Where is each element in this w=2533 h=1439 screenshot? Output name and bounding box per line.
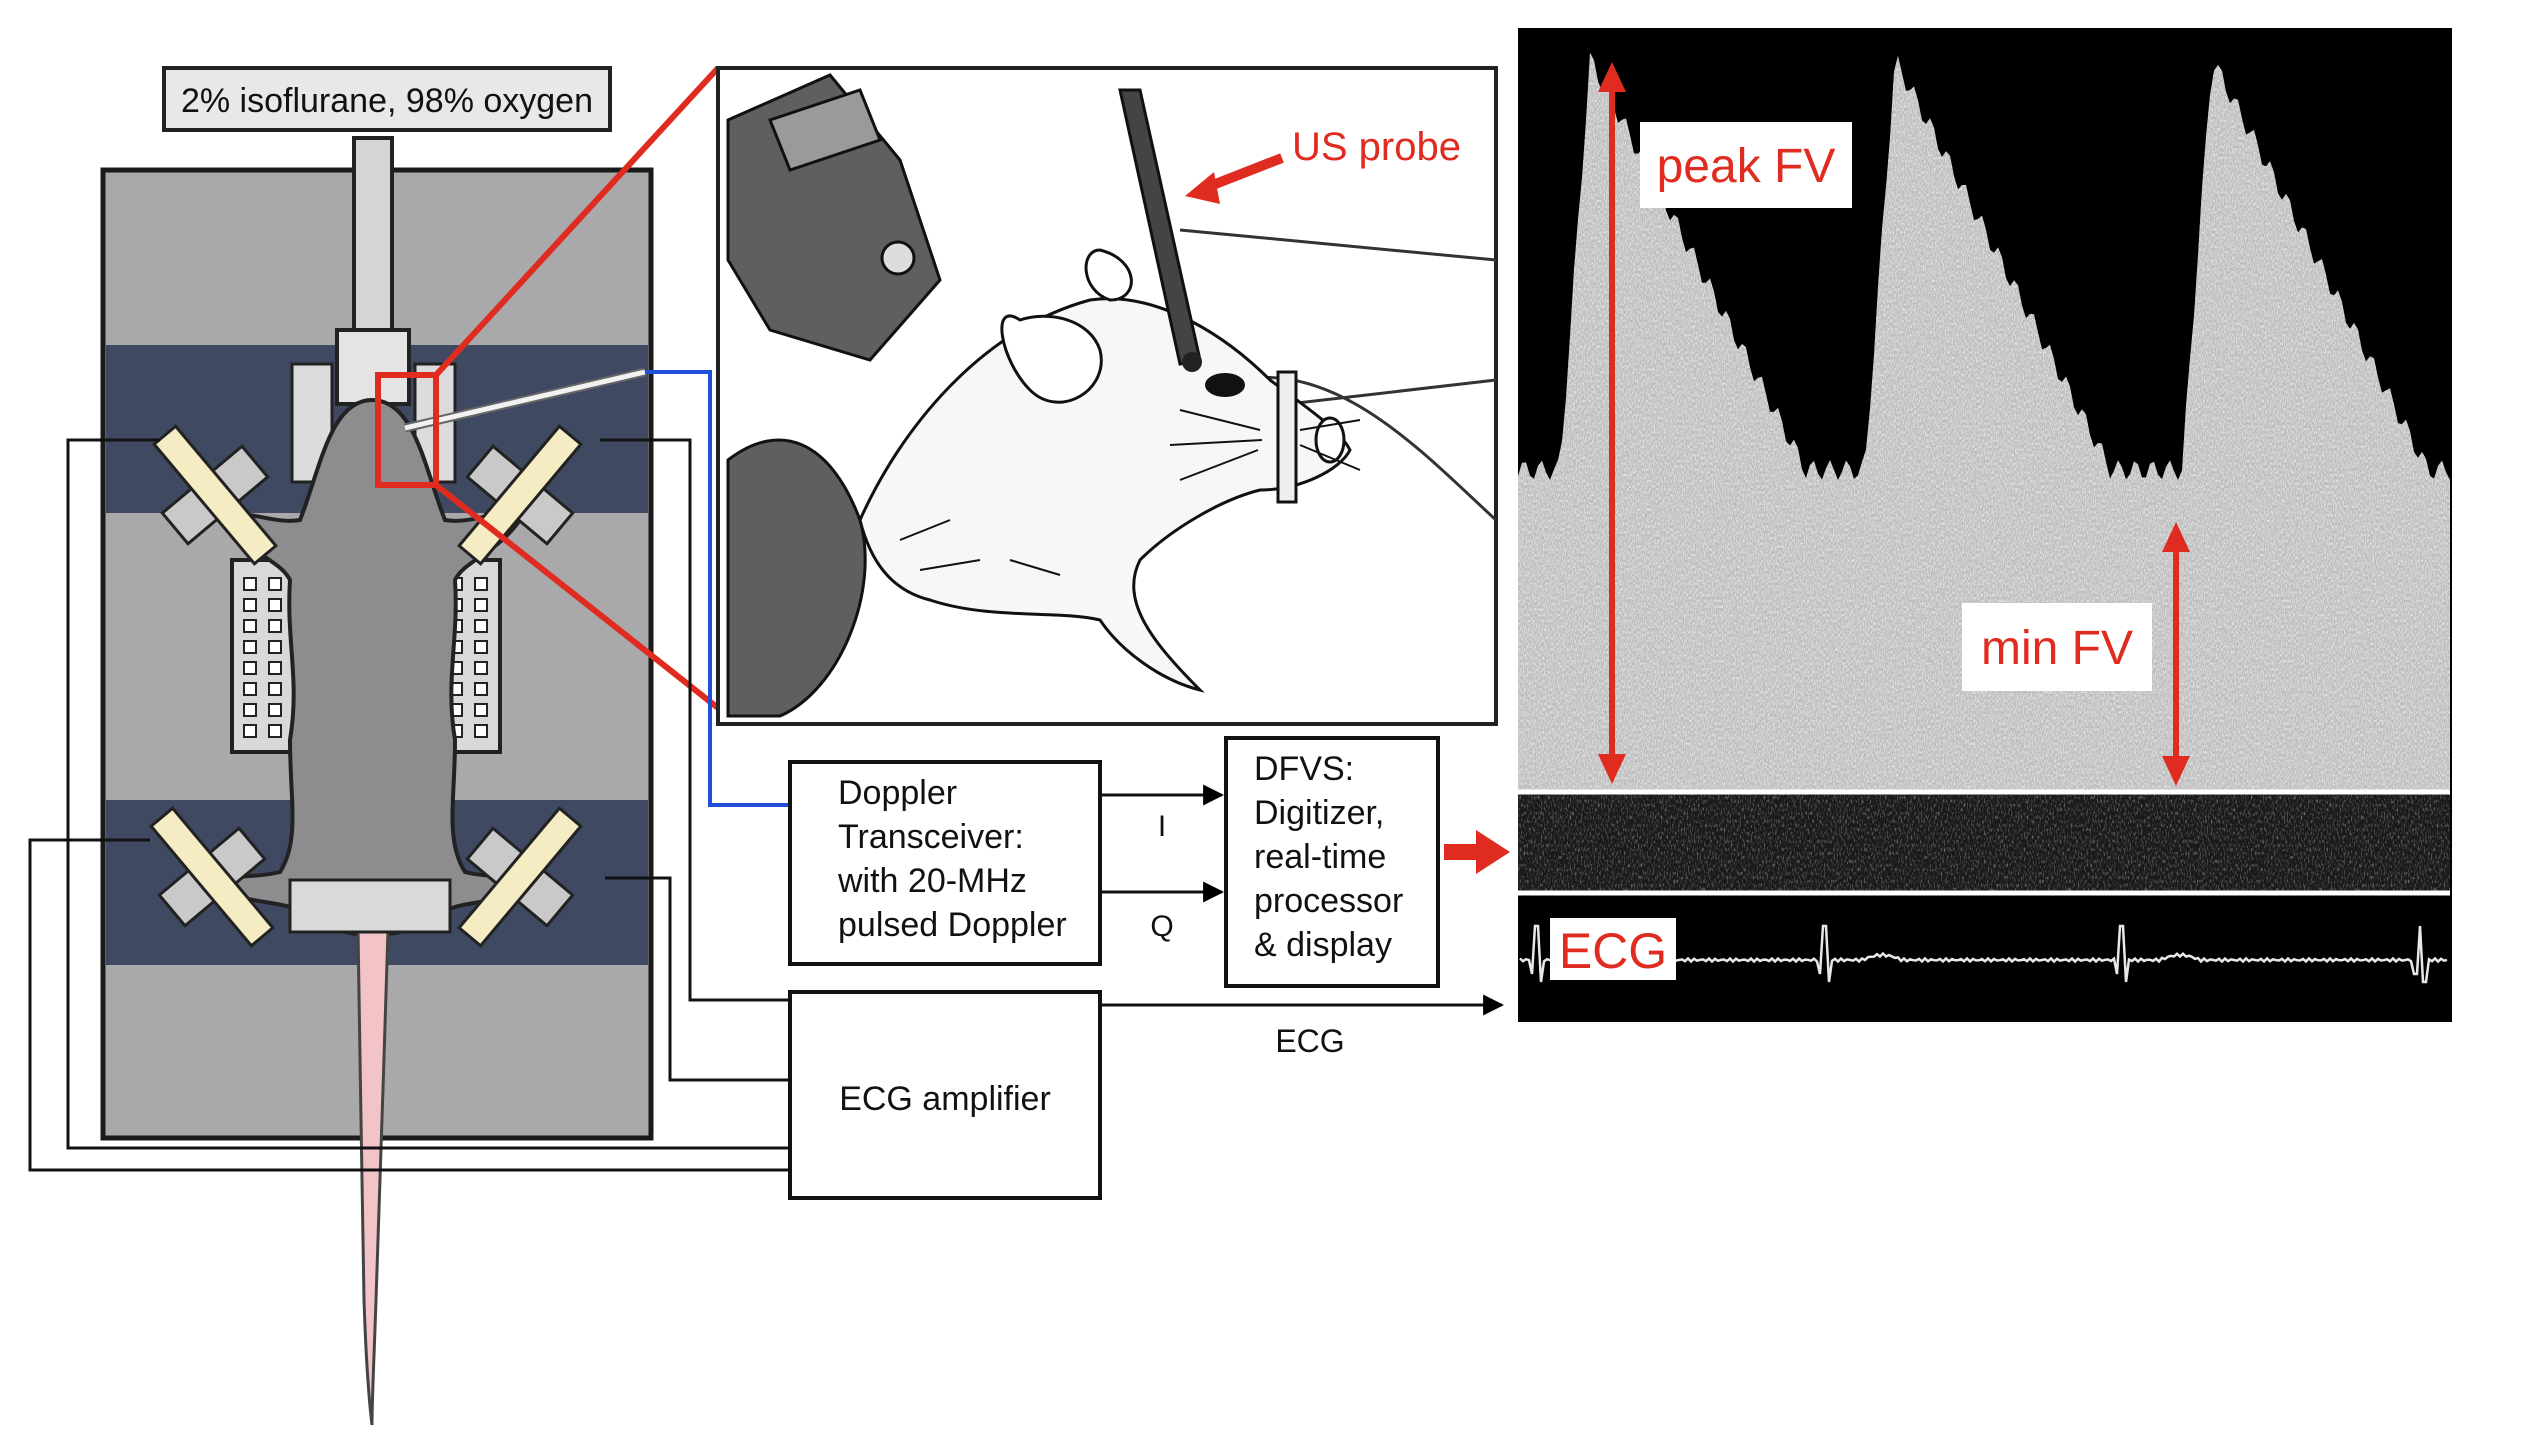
pad-dot [474,619,488,633]
ecg-signal-label: ECG [1275,1023,1344,1059]
probe-label: US probe [1292,125,1461,169]
pad-dot [243,724,257,738]
gas-label-box: 2% isoflurane, 98% oxygen [162,66,612,132]
pad-dot [243,703,257,717]
pad-dots [243,577,488,738]
pad-dot [268,640,282,654]
dfvs-line4: processor [1254,882,1403,920]
dfvs-line1: DFVS: [1254,750,1354,788]
inset-illustration: US probe [716,66,1498,726]
pad-dot [474,640,488,654]
peak-fv-arrow [1598,62,1626,784]
pad-dot [243,640,257,654]
iq-lines: I Q [1100,784,1225,943]
pad-dot [268,577,282,591]
mouse-tail [356,928,390,1426]
wires [28,438,790,1172]
doppler-spectrogram: ECG peak FV min FV [1518,28,2452,1022]
gas-tube [352,136,394,336]
pad-dot [268,598,282,612]
electrode-front-left [152,424,278,566]
dfvs-line3: real-time [1254,838,1386,876]
transceiver-line3: with 20-MHz [837,862,1027,900]
tail-base [288,878,452,934]
ecg-signal-line: ECG [1100,994,1505,1059]
pad-dot [243,682,257,696]
arrow-right-icon [1444,830,1510,874]
dfvs-box: DFVS: Digitizer, real-time processor & d… [1224,736,1440,988]
pad-dot [268,661,282,675]
peak-fv-label: peak FV [1657,140,1836,193]
q-channel-label: Q [1150,910,1173,943]
pad-dot [243,577,257,591]
pad-left [230,558,296,754]
ultrasound-probe-icon [1118,88,1202,372]
nose-cone-holder [335,328,411,406]
pad-dot [474,598,488,612]
zoom-line-bottom [434,482,720,711]
pad-dot [474,703,488,717]
electrode-rear-left [149,806,275,948]
pad-dot [474,724,488,738]
ecg-amplifier-label: ECG amplifier [839,1080,1051,1118]
pad-dot [268,724,282,738]
min-fv-arrow [2162,522,2190,786]
transceiver-line1: Doppler [838,774,957,812]
pad-dot [268,703,282,717]
pad-dot [243,598,257,612]
transceiver-box: Doppler Transceiver: with 20-MHz pulsed … [788,760,1102,966]
zoom-line-top [433,65,721,378]
pad-dot [268,619,282,633]
pad-dot [243,661,257,675]
ecg-amplifier-box: ECG amplifier [788,990,1102,1200]
pad-dot [268,682,282,696]
gas-label: 2% isoflurane, 98% oxygen [181,82,593,120]
i-channel-label: I [1158,810,1166,843]
min-fv-label: min FV [1981,622,2133,675]
zoom-box [375,372,439,488]
transceiver-line2: Transceiver: [838,818,1024,856]
pad-dot [474,661,488,675]
dfvs-line2: Digitizer, [1254,794,1384,832]
dfvs-line5: & display [1254,926,1392,964]
ecg-trace-label: ECG [1559,923,1667,979]
electrode-rear-right [457,806,583,948]
mouse-board [100,65,721,1426]
pad-dot [474,682,488,696]
wire-probe-blue [645,370,790,807]
transceiver-line4: pulsed Doppler [838,906,1067,944]
pad-dot [243,619,257,633]
pad-dot [474,577,488,591]
